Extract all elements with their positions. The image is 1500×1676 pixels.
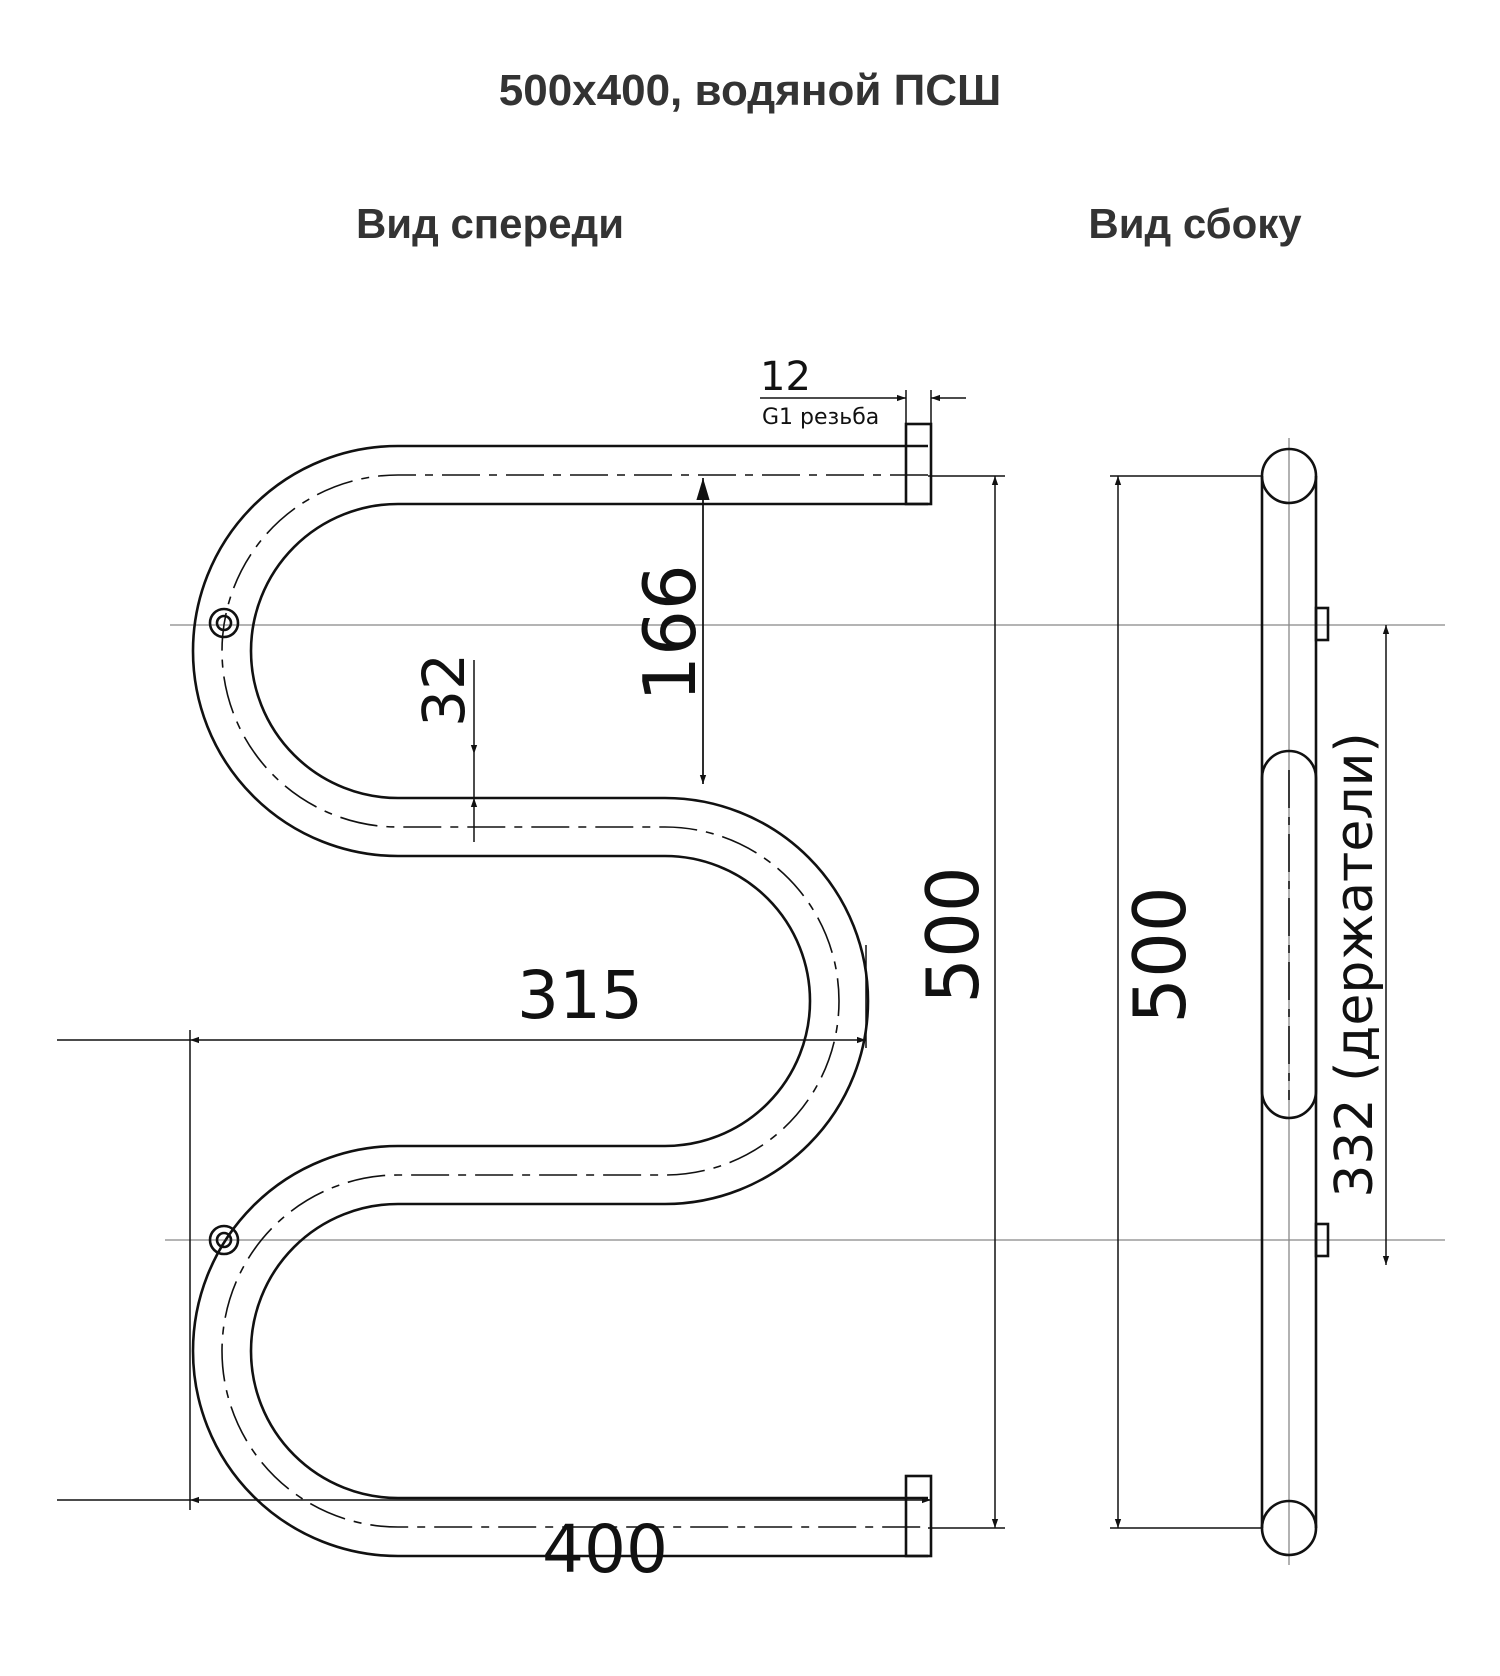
dimension-bend-height: 166 <box>628 478 712 784</box>
side-middle-bend <box>1260 749 1318 1120</box>
side-view-label: Вид сбоку <box>1088 200 1302 247</box>
height-front-value: 500 <box>911 866 995 1003</box>
drawing-title: 500x400, водяной ПСШ <box>499 66 1001 115</box>
width-value: 400 <box>542 1511 668 1588</box>
top-fitting <box>904 422 933 506</box>
mount-point-lower <box>208 1224 240 1256</box>
dimension-height-front: 500 <box>911 475 1005 1529</box>
holders-value: 332 (держатели) <box>1325 732 1385 1197</box>
holder-stud-lower <box>1314 1222 1330 1258</box>
front-view-label: Вид спереди <box>356 200 624 247</box>
inner-width-value: 315 <box>517 957 643 1034</box>
dimension-thread: 12 G1 резьба <box>760 354 966 430</box>
side-view <box>1260 438 1330 1565</box>
dimension-width: 400 <box>57 1030 932 1588</box>
pipe-centerline <box>221 474 928 1528</box>
pipe-diameter-value: 32 <box>410 653 478 727</box>
dimension-height-side: 500 <box>1110 475 1262 1529</box>
mount-point-lower-inner <box>215 1231 233 1249</box>
pipe-outer-edge <box>191 444 928 1558</box>
dimension-pipe-diameter: 32 <box>410 653 478 842</box>
front-view <box>165 422 1445 1558</box>
dimension-holders: 332 (держатели) <box>1325 625 1390 1265</box>
pipe-inner-edge <box>249 502 928 1500</box>
dimension-inner-width: 315 <box>57 945 867 1048</box>
height-side-value: 500 <box>1118 886 1202 1023</box>
thread-type-label: G1 резьба <box>762 405 879 430</box>
thread-size-value: 12 <box>760 354 811 400</box>
mount-point-upper-inner <box>215 614 233 632</box>
bend-height-value: 166 <box>628 564 712 701</box>
holder-stud-upper <box>1314 606 1330 642</box>
bottom-fitting <box>904 1474 933 1558</box>
mount-point-upper <box>208 607 240 639</box>
